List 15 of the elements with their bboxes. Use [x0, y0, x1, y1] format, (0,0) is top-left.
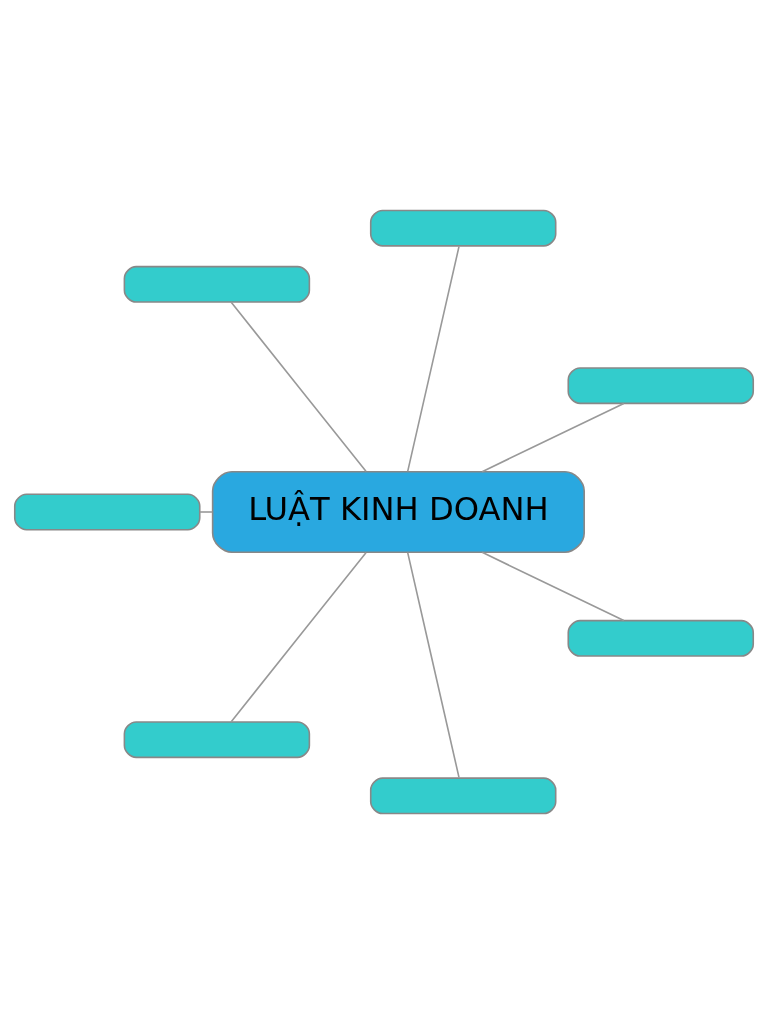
connector	[481, 551, 625, 622]
connector	[199, 511, 214, 513]
connector	[230, 551, 367, 723]
node-box	[567, 367, 755, 405]
node-box: LUẬT KINH DOANH	[211, 471, 585, 553]
node-box	[123, 265, 311, 303]
node-box	[369, 209, 557, 247]
connector	[406, 245, 460, 473]
node-box	[567, 619, 755, 657]
connector	[230, 301, 367, 473]
node-box	[13, 493, 201, 531]
node-box	[123, 721, 311, 759]
connector	[406, 551, 460, 779]
node-box	[369, 777, 557, 815]
connector	[481, 402, 625, 473]
